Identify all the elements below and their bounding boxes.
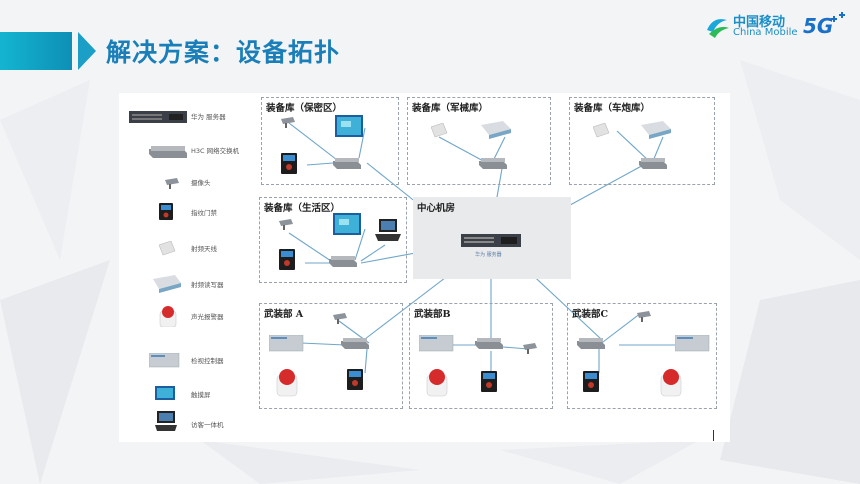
zone-label: 装备库（军械库） <box>412 103 489 114</box>
zone-chepao: 装备库（车炮库） <box>569 97 715 185</box>
title-arrow <box>78 32 96 70</box>
zone-label: 武装部 A <box>264 309 304 320</box>
zone-label: 武装部B <box>414 309 451 320</box>
fingerprint-icon <box>347 369 363 390</box>
fingerprint-icon <box>481 371 497 392</box>
reader-icon <box>481 121 511 139</box>
switch-icon <box>639 158 667 169</box>
controller-icon <box>269 335 304 352</box>
alarm-icon <box>426 369 448 397</box>
zone-shenghuo: 装备库（生活区） <box>259 197 407 283</box>
reader-icon <box>641 121 671 139</box>
antenna-icon <box>431 123 448 138</box>
visitor-terminal-icon <box>375 219 401 241</box>
switch-icon <box>475 338 503 349</box>
camera-icon <box>333 313 347 324</box>
switch-icon <box>333 158 361 169</box>
alarm-icon <box>159 306 177 327</box>
switch-icon <box>329 256 357 267</box>
logo-text-en: China Mobile <box>733 27 798 38</box>
zone-label: 武装部C <box>572 309 609 320</box>
topology-canvas: 华为 服务器 H3C 网络交换机 摄像头 指纹门禁 射频天线 射频读写器 声光报… <box>119 93 730 442</box>
zone-label: 装备库（车炮库） <box>574 103 651 114</box>
legend-label: 声光报警器 <box>191 313 224 321</box>
legend-label: 检视控制器 <box>191 357 224 365</box>
fingerprint-icon <box>159 203 173 220</box>
controller-icon <box>675 335 710 352</box>
legend-label: 指纹门禁 <box>191 209 217 217</box>
camera-icon <box>523 343 537 354</box>
legend-label: 触摸屏 <box>191 391 211 399</box>
touchscreen-icon <box>335 115 363 137</box>
server-icon <box>461 234 521 247</box>
camera-icon <box>637 311 651 322</box>
controller-icon <box>149 353 180 368</box>
legend-label: 摄像头 <box>191 179 211 187</box>
fingerprint-icon <box>583 371 599 392</box>
visitor-terminal-icon <box>155 411 177 431</box>
zone-label: 中心机房 <box>417 203 456 214</box>
zone-wuzhuang-a: 武装部 A <box>259 303 403 409</box>
switch-icon <box>149 146 187 158</box>
reader-icon <box>153 275 181 293</box>
legend-label: H3C 网络交换机 <box>191 147 240 155</box>
alarm-icon <box>660 369 682 397</box>
fingerprint-icon <box>281 153 297 174</box>
legend-label: 访客一体机 <box>191 421 224 429</box>
zone-wuzhuang-b: 武装部B <box>409 303 553 409</box>
server-icon <box>129 111 187 123</box>
touchscreen-icon <box>333 213 361 235</box>
zone-wuzhuang-c: 武装部C <box>567 303 717 409</box>
fingerprint-icon <box>279 249 295 270</box>
page-title: 解决方案：设备拓扑 <box>106 38 341 67</box>
legend-label: 射频读写器 <box>191 281 224 289</box>
plus-plus-icon <box>831 12 845 22</box>
legend-label: 射频天线 <box>191 245 217 253</box>
zone-junxie: 装备库（军械库） <box>407 97 551 185</box>
zone-baomi: 装备库（保密区） <box>261 97 399 185</box>
text-cursor <box>713 430 714 441</box>
switch-icon <box>577 338 605 349</box>
touchscreen-icon <box>155 386 175 400</box>
logo-text-cn: 中国移动 <box>733 15 786 30</box>
camera-icon <box>281 117 295 128</box>
title-accent-bar <box>0 32 72 70</box>
zone-label: 装备库（保密区） <box>266 103 343 114</box>
china-mobile-emblem-icon <box>707 19 729 38</box>
switch-icon <box>479 158 507 169</box>
controller-icon <box>419 335 454 352</box>
camera-icon <box>279 219 293 230</box>
legend-label: 华为 服务器 <box>191 113 226 121</box>
center-server-label: 华为 服务器 <box>475 252 502 258</box>
china-mobile-logo: 中国移动 China Mobile 5G <box>703 10 853 44</box>
antenna-icon <box>593 123 610 138</box>
antenna-icon <box>159 241 176 256</box>
alarm-icon <box>276 369 298 397</box>
switch-icon <box>341 338 369 349</box>
logo-5g: 5G <box>803 14 834 38</box>
camera-icon <box>165 178 179 189</box>
zone-label: 装备库（生活区） <box>264 203 341 214</box>
